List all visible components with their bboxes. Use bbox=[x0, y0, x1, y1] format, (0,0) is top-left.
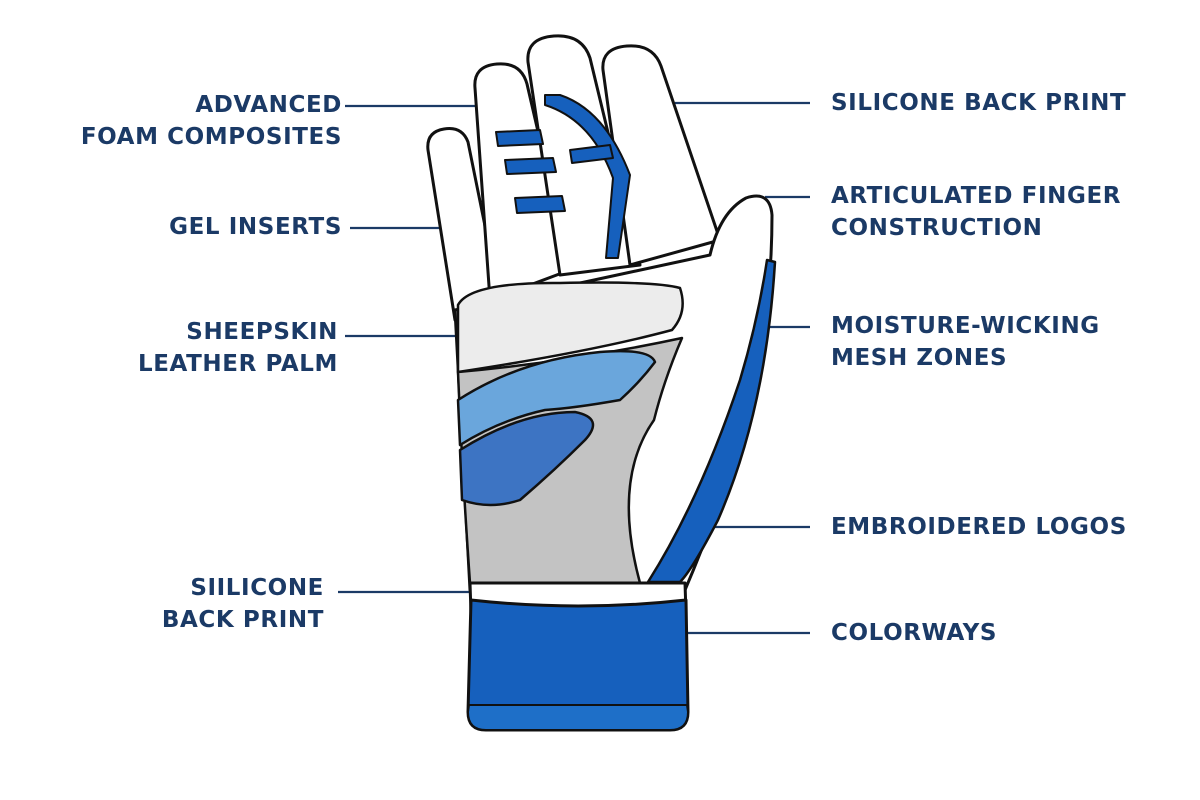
label-siilicone-back-print-line1: SIILICONE bbox=[190, 575, 324, 601]
blue-zone-upper bbox=[456, 349, 657, 447]
leader-lines bbox=[338, 101, 810, 635]
sheepskin-pad bbox=[456, 281, 684, 374]
ring-finger bbox=[473, 62, 572, 302]
label-articulated-finger-line2: CONSTRUCTION bbox=[831, 215, 1043, 241]
label-advanced-foam: ADVANCED FOAM COMPOSITES bbox=[81, 89, 342, 153]
label-sheepskin-palm-line2: LEATHER PALM bbox=[137, 351, 338, 377]
label-siilicone-back-print: SIILICONE BACK PRINT bbox=[162, 572, 324, 636]
label-advanced-foam-line2: FOAM COMPOSITES bbox=[80, 124, 342, 150]
label-silicone-back-print-line1: SILICONE BACK PRINT bbox=[831, 90, 1127, 116]
label-colorways: COLORWAYS bbox=[831, 617, 997, 649]
ring-finger-bar-3 bbox=[514, 195, 566, 214]
label-sheepskin-palm-line1: SHEEPSKIN bbox=[186, 319, 338, 345]
batting-glove bbox=[426, 34, 777, 732]
label-gel-inserts: GEL INSERTS bbox=[169, 211, 342, 243]
ring-finger-bar-2 bbox=[504, 157, 557, 175]
label-moisture-wicking-line1: MOISTURE-WICKING bbox=[831, 313, 1100, 339]
label-silicone-back-print: SILICONE BACK PRINT bbox=[831, 87, 1126, 119]
label-articulated-finger-line1: ARTICULATED FINGER bbox=[831, 183, 1122, 209]
middle-finger-bar bbox=[569, 144, 614, 164]
label-moisture-wicking: MOISTURE-WICKING MESH ZONES bbox=[831, 310, 1100, 374]
middle-finger-stripe bbox=[544, 94, 631, 259]
label-gel-inserts-line1: GEL INSERTS bbox=[169, 214, 342, 240]
blue-zone-lower bbox=[458, 410, 595, 507]
label-embroidered-logos-line1: EMBROIDERED LOGOS bbox=[831, 514, 1127, 540]
label-siilicone-back-print-line2: BACK PRINT bbox=[161, 607, 324, 633]
index-finger bbox=[601, 44, 722, 267]
label-sheepskin-palm: SHEEPSKIN LEATHER PALM bbox=[138, 316, 338, 380]
label-advanced-foam-line1: ADVANCED bbox=[195, 92, 342, 118]
label-embroidered-logos: EMBROIDERED LOGOS bbox=[831, 511, 1127, 543]
label-colorways-line1: COLORWAYS bbox=[831, 620, 998, 646]
ring-finger-bar-1 bbox=[495, 129, 544, 147]
label-articulated-finger: ARTICULATED FINGER CONSTRUCTION bbox=[831, 180, 1121, 244]
label-moisture-wicking-line2: MESH ZONES bbox=[831, 345, 1008, 371]
pinky-finger bbox=[426, 127, 502, 322]
wrist-cuff-lower-band bbox=[467, 704, 689, 731]
